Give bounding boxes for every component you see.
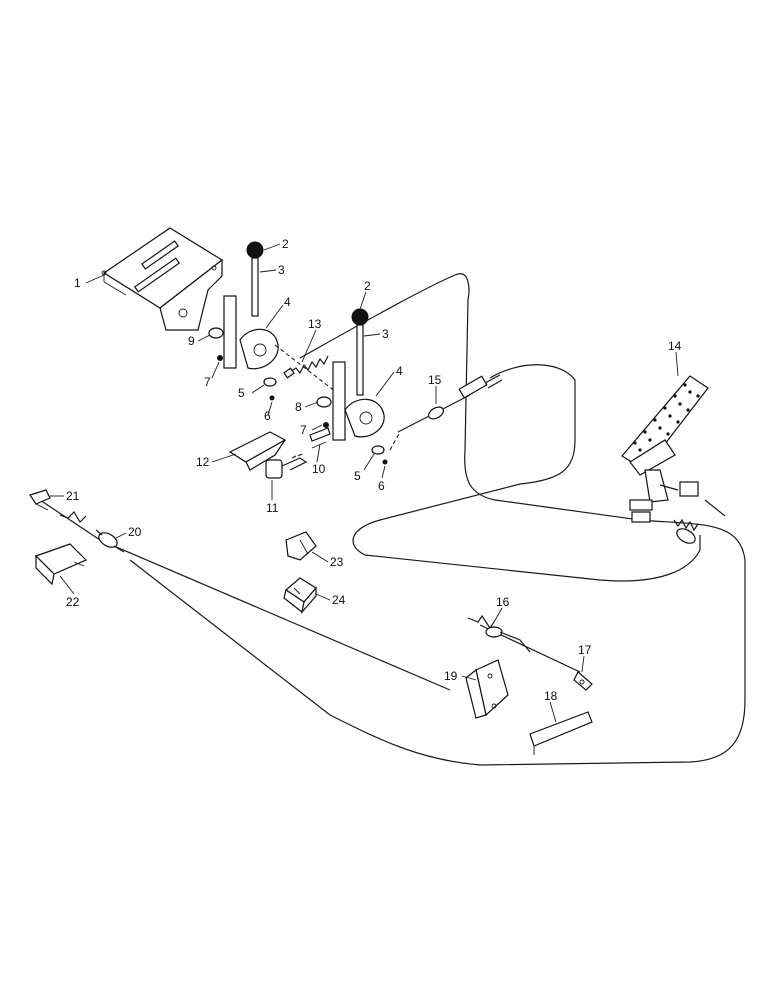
callout-6: 6	[378, 479, 385, 493]
pedal-spring	[673, 518, 699, 544]
part-9-bush	[208, 327, 224, 339]
callout-15: 15	[428, 373, 442, 387]
callout-3: 3	[278, 263, 285, 277]
callout-13: 13	[308, 317, 322, 331]
part-17-rod-end	[573, 671, 593, 691]
part-13-spring	[283, 355, 329, 379]
part-11-clamp	[265, 453, 308, 479]
part-3-rod	[251, 257, 259, 317]
callout-7: 7	[204, 375, 211, 389]
part-10-pin	[309, 427, 331, 449]
leader-lines	[50, 243, 679, 723]
cable-inner-loop	[352, 364, 701, 582]
callout-4: 4	[284, 295, 291, 309]
part-6-clip-right	[382, 459, 388, 465]
part-1-mounting-plate	[101, 227, 224, 331]
part-19-bracket	[465, 659, 509, 719]
part-21-ball-joint	[29, 489, 51, 511]
part-8-bush	[316, 396, 332, 408]
part-3-rod-right	[356, 324, 364, 396]
part-2-knob	[246, 241, 264, 259]
part-5-ball-joint-right	[371, 445, 385, 455]
callout-22: 22	[66, 595, 80, 609]
part-2-knob-right	[351, 308, 369, 326]
callout-16: 16	[496, 595, 510, 609]
callout-17: 17	[578, 643, 592, 657]
part-22-bracket	[34, 543, 88, 586]
callout-6: 6	[264, 409, 271, 423]
callout-8: 8	[295, 400, 302, 414]
callout-23: 23	[330, 555, 344, 569]
callout-24: 24	[332, 593, 346, 607]
part-4-lever-bracket-right	[332, 361, 346, 441]
callout-12: 12	[196, 455, 210, 469]
callout-18: 18	[544, 689, 558, 703]
callout-7: 7	[300, 423, 307, 437]
part-4-lever-bracket	[223, 295, 237, 369]
lever-assembly-left	[208, 241, 341, 401]
part-20-cable-fitting	[59, 511, 125, 553]
callout-2: 2	[364, 279, 371, 293]
part-24-block	[283, 577, 317, 615]
callout-19: 19	[444, 669, 458, 683]
cable-segment-20	[39, 499, 451, 691]
part-16-cable-fitting	[467, 614, 531, 653]
part-7-nut	[217, 355, 223, 361]
callout-14: 14	[668, 339, 682, 353]
part-12-bracket	[228, 431, 287, 471]
part-23-cover	[285, 531, 317, 561]
callout-5: 5	[238, 386, 245, 400]
callout-20: 20	[128, 525, 142, 539]
cable-outer-loop	[129, 273, 746, 766]
callout-4: 4	[396, 364, 403, 378]
callout-9: 9	[188, 334, 195, 348]
callout-2: 2	[282, 237, 289, 251]
part-18-bar	[529, 711, 593, 755]
lever-assembly-right	[316, 308, 401, 465]
callout-labels: 1 2 2 3 3 4 4 5 5 6 6 7 7 8 9 10 11 12 1…	[66, 237, 682, 703]
callout-11: 11	[266, 501, 279, 515]
callout-1: 1	[74, 276, 81, 290]
callout-10: 10	[312, 462, 326, 476]
callout-3: 3	[382, 327, 389, 341]
callout-21: 21	[66, 489, 80, 503]
part-5-ball-joint	[263, 377, 277, 387]
part-14-accelerator-pedal	[621, 375, 726, 523]
part-15-cable-fitting	[397, 374, 503, 433]
callout-5: 5	[354, 469, 361, 483]
part-7-nut-right	[323, 422, 329, 428]
part-6-clip	[269, 395, 275, 401]
